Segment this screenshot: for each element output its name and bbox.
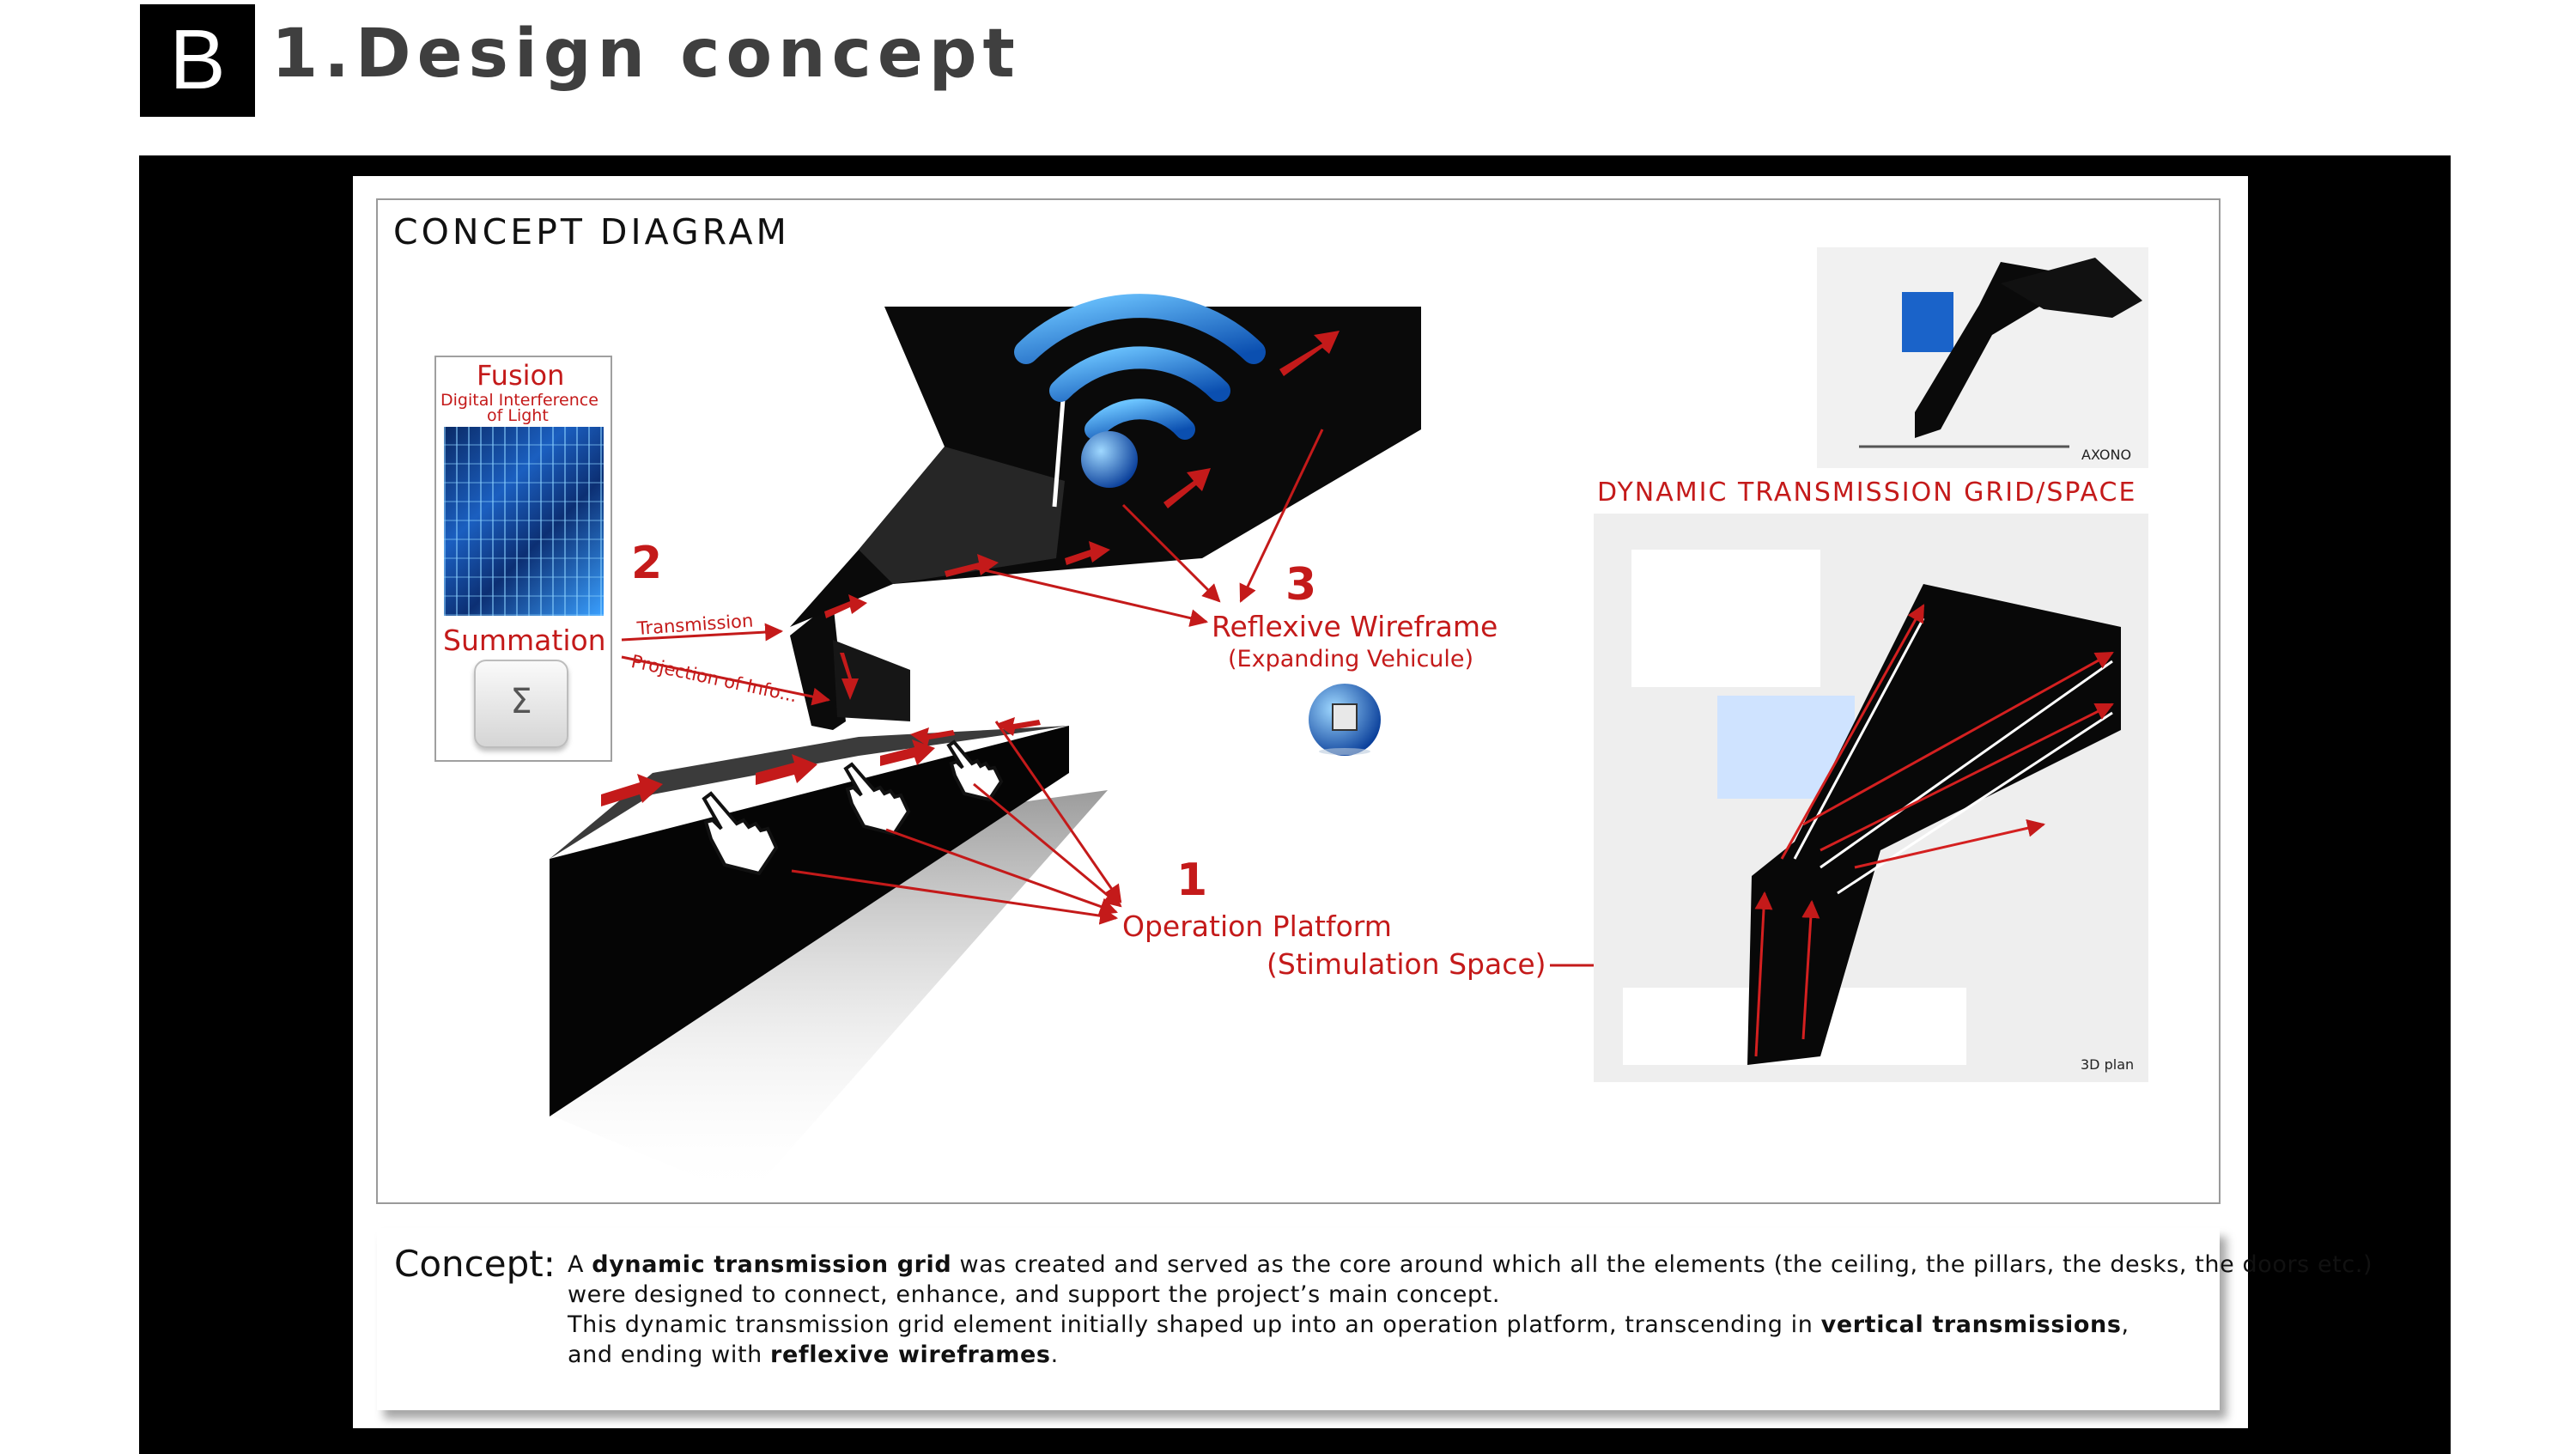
circuit-board-image [444, 427, 604, 616]
step-3-sublabel: (Expanding Vehicule) [1228, 646, 1474, 672]
wireframe-block-face [859, 447, 1065, 584]
step-3-number: 3 [1285, 559, 1317, 611]
concept-diagram-title: CONCEPT DIAGRAM [393, 211, 790, 252]
concept-label: Concept: [394, 1243, 556, 1285]
axono-image [1817, 247, 2148, 468]
operation-platform [550, 726, 1069, 1116]
fusion-title: Fusion [477, 359, 565, 392]
step-1-number: 1 [1176, 855, 1208, 906]
transmission-column-face [833, 640, 910, 721]
step-1-label: Operation Platform [1122, 910, 1392, 943]
summation-label: Summation [443, 624, 606, 657]
3d-plan-image [1594, 514, 2148, 1082]
concept-text-box [377, 1228, 2220, 1410]
fusion-subtitle-2: of Light [487, 406, 549, 425]
step-3-label: Reflexive Wireframe [1212, 610, 1498, 643]
section-badge: B [140, 4, 255, 117]
globe-icon [1309, 684, 1381, 756]
concept-description: A dynamic transmission grid was created … [568, 1251, 2373, 1368]
grid-title: DYNAMIC TRANSMISSION GRID/SPACE [1597, 478, 2137, 508]
transmission-column [790, 601, 846, 730]
hand-cursor-icons [702, 739, 1004, 876]
step-1-sublabel: (Stimulation Space) [1267, 947, 1546, 981]
wifi-icon [1014, 294, 1266, 488]
page-title: 1.Design concept [271, 15, 1021, 93]
fusion-subtitle-1: Digital Interference [440, 391, 598, 410]
axono-caption: AXONO [2081, 447, 2132, 463]
plan-caption: 3D plan [2081, 1056, 2135, 1073]
sigma-key-icon: Σ [474, 660, 568, 748]
step-2-number: 2 [631, 538, 663, 589]
